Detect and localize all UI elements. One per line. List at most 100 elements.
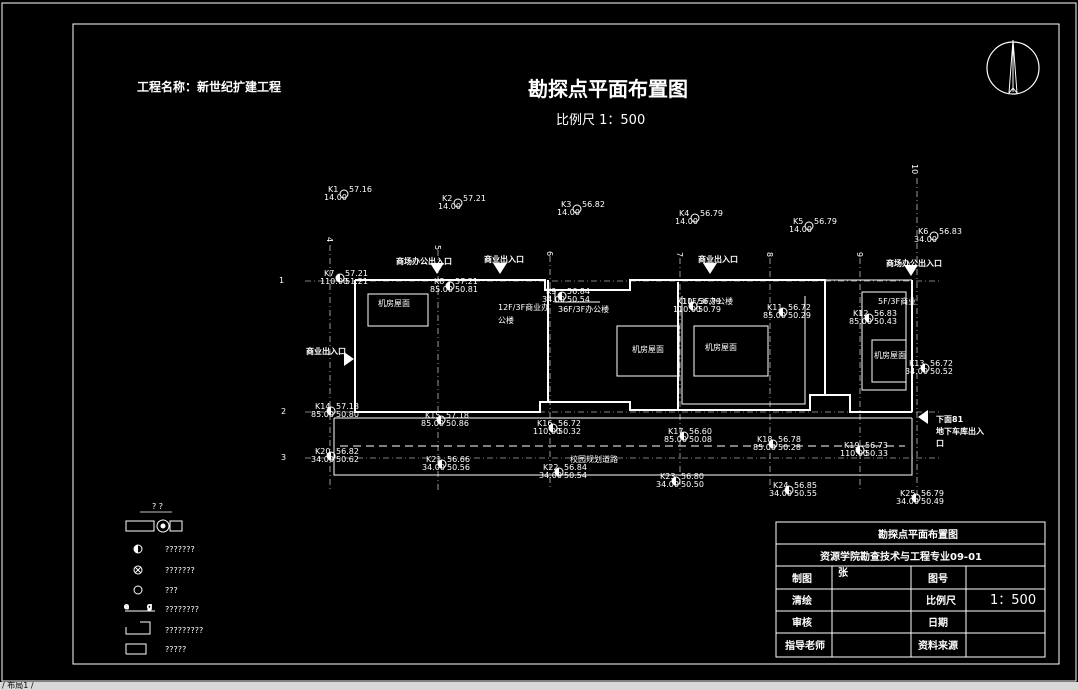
borehole-elevation-2: 50.80 bbox=[336, 410, 359, 419]
borehole-id: K18 bbox=[757, 435, 772, 444]
borehole-elevation-2: 50.54 bbox=[564, 471, 587, 480]
borehole-id: K5 bbox=[793, 217, 803, 226]
building-label: 11F/3F办公楼 bbox=[682, 296, 733, 306]
borehole-depth: 110.00 bbox=[533, 427, 561, 436]
building-label: 36F/3F办公楼 bbox=[558, 304, 609, 314]
borehole-fill-icon bbox=[327, 407, 331, 415]
titleblock-drawn-value: 张 bbox=[838, 566, 849, 579]
borehole-elevation-2: 50.79 bbox=[698, 305, 721, 314]
legend-cross-circle-icon bbox=[133, 565, 143, 575]
legend-title: ? ? bbox=[152, 502, 163, 511]
entrance-label: 商场办公出入口 bbox=[886, 258, 942, 268]
grid-axis-labels: 4 5 6 7 8 9 10 1 2 3 bbox=[279, 164, 919, 462]
borehole-id: K20 bbox=[315, 447, 330, 456]
borehole-fill-icon bbox=[336, 274, 340, 282]
borehole-fill-icon bbox=[672, 477, 676, 485]
borehole-id: K25 bbox=[900, 489, 915, 498]
legend-box-icon bbox=[125, 643, 147, 655]
borehole-elevation: 56.79 bbox=[698, 297, 721, 306]
arrow-icon bbox=[344, 352, 354, 366]
borehole-depth: 85.00 bbox=[753, 443, 776, 452]
machine-rooms bbox=[367, 293, 907, 383]
title-block bbox=[775, 521, 1046, 658]
campus-road-label: 校园规划道路 bbox=[570, 454, 618, 464]
borehole-fill-icon bbox=[558, 292, 562, 300]
grid-label-side: 3 bbox=[281, 453, 286, 462]
borehole-circle-icon bbox=[339, 189, 349, 199]
borehole-depth: 34.00 bbox=[311, 455, 334, 464]
grid-label-side: 2 bbox=[281, 407, 286, 416]
borehole-depth: 34.00 bbox=[896, 497, 919, 506]
inner-frame bbox=[72, 23, 1060, 665]
titleblock-scale-label: 比例尺 bbox=[926, 594, 956, 607]
borehole-id: K2 bbox=[442, 194, 452, 203]
borehole-id: K16 bbox=[537, 419, 552, 428]
titleblock-drawing-no-label: 图号 bbox=[928, 573, 948, 585]
legend-label: ??? bbox=[165, 586, 178, 595]
borehole-depth: 14.00 bbox=[557, 208, 580, 217]
borehole-elevation-2: 50.49 bbox=[921, 497, 944, 506]
legend-label: ????????? bbox=[165, 626, 203, 635]
grid-label-top: 10 bbox=[910, 164, 919, 174]
borehole-elevation: 57.21 bbox=[455, 277, 478, 286]
borehole-id: K3 bbox=[561, 200, 571, 209]
borehole-elevation: 56.72 bbox=[788, 303, 811, 312]
borehole-elevation-2: 50.55 bbox=[794, 489, 817, 498]
borehole-elevation-2: 50.52 bbox=[930, 367, 953, 376]
basement-label: 下面81 bbox=[936, 415, 964, 424]
project-name: 工程名称：新世纪扩建工程 bbox=[137, 79, 281, 94]
borehole-elevation: 57.16 bbox=[349, 185, 372, 194]
borehole-depth: 110.00 bbox=[673, 305, 701, 314]
borehole-elevation-2: 50.62 bbox=[336, 455, 359, 464]
layout-tab-bar[interactable]: / 布局1 / bbox=[0, 682, 1078, 690]
entrance-label: 商业出入口 bbox=[484, 254, 524, 264]
borehole-elevation: 57.21 bbox=[463, 194, 486, 203]
campus-road bbox=[333, 417, 913, 476]
borehole-circle-icon bbox=[572, 204, 582, 214]
room-label: 机房屋面 bbox=[705, 342, 737, 352]
borehole-elevation: 57.21 bbox=[345, 269, 368, 278]
titleblock-scale-value: 1：500 bbox=[990, 593, 1036, 608]
drawing-title: 勘探点平面布置图 bbox=[528, 77, 688, 101]
borehole-elevation: 56.60 bbox=[689, 427, 712, 436]
borehole-elevation: 56.84 bbox=[567, 287, 590, 296]
borehole-elevation: 57.18 bbox=[446, 411, 469, 420]
borehole-depth: 14.00 bbox=[324, 193, 347, 202]
borehole-depth: 14.00 bbox=[789, 225, 812, 234]
borehole-elevation: 56.78 bbox=[778, 435, 801, 444]
titleblock-date-label: 日期 bbox=[928, 616, 948, 629]
borehole-elevation: 56.79 bbox=[700, 209, 723, 218]
borehole-id: K15 bbox=[425, 411, 440, 420]
borehole-fill-icon bbox=[327, 452, 331, 460]
titleblock-source-label: 资料来源 bbox=[918, 639, 958, 652]
borehole-fill-icon bbox=[921, 364, 925, 372]
borehole-depth: 34.00 bbox=[914, 235, 937, 244]
svg-text:e: e bbox=[124, 602, 129, 611]
borehole-fill-icon bbox=[912, 494, 916, 502]
north-arrow-icon bbox=[986, 39, 1040, 95]
borehole-depth: 34.00 bbox=[422, 463, 445, 472]
borehole-id: K1 bbox=[328, 185, 338, 194]
entrance-label: 商业出入口 bbox=[698, 254, 738, 264]
borehole-elevation: 56.72 bbox=[558, 419, 581, 428]
borehole-elevation: 56.82 bbox=[336, 447, 359, 456]
room-label: 机房屋面 bbox=[378, 298, 410, 308]
borehole-depth: 34.00 bbox=[656, 480, 679, 489]
borehole-depth: 85.00 bbox=[849, 317, 872, 326]
titleblock-dept: 资源学院勘查技术与工程专业09-01 bbox=[820, 550, 982, 563]
borehole-elevation: 56.83 bbox=[874, 309, 897, 318]
borehole-elevation: 56.82 bbox=[582, 200, 605, 209]
borehole-fill-icon bbox=[769, 440, 773, 448]
borehole-circle-icon bbox=[804, 221, 814, 231]
room-label: 机房屋面 bbox=[632, 344, 664, 354]
borehole-elevation: 56.73 bbox=[865, 441, 888, 450]
borehole-fill-icon bbox=[555, 468, 559, 476]
